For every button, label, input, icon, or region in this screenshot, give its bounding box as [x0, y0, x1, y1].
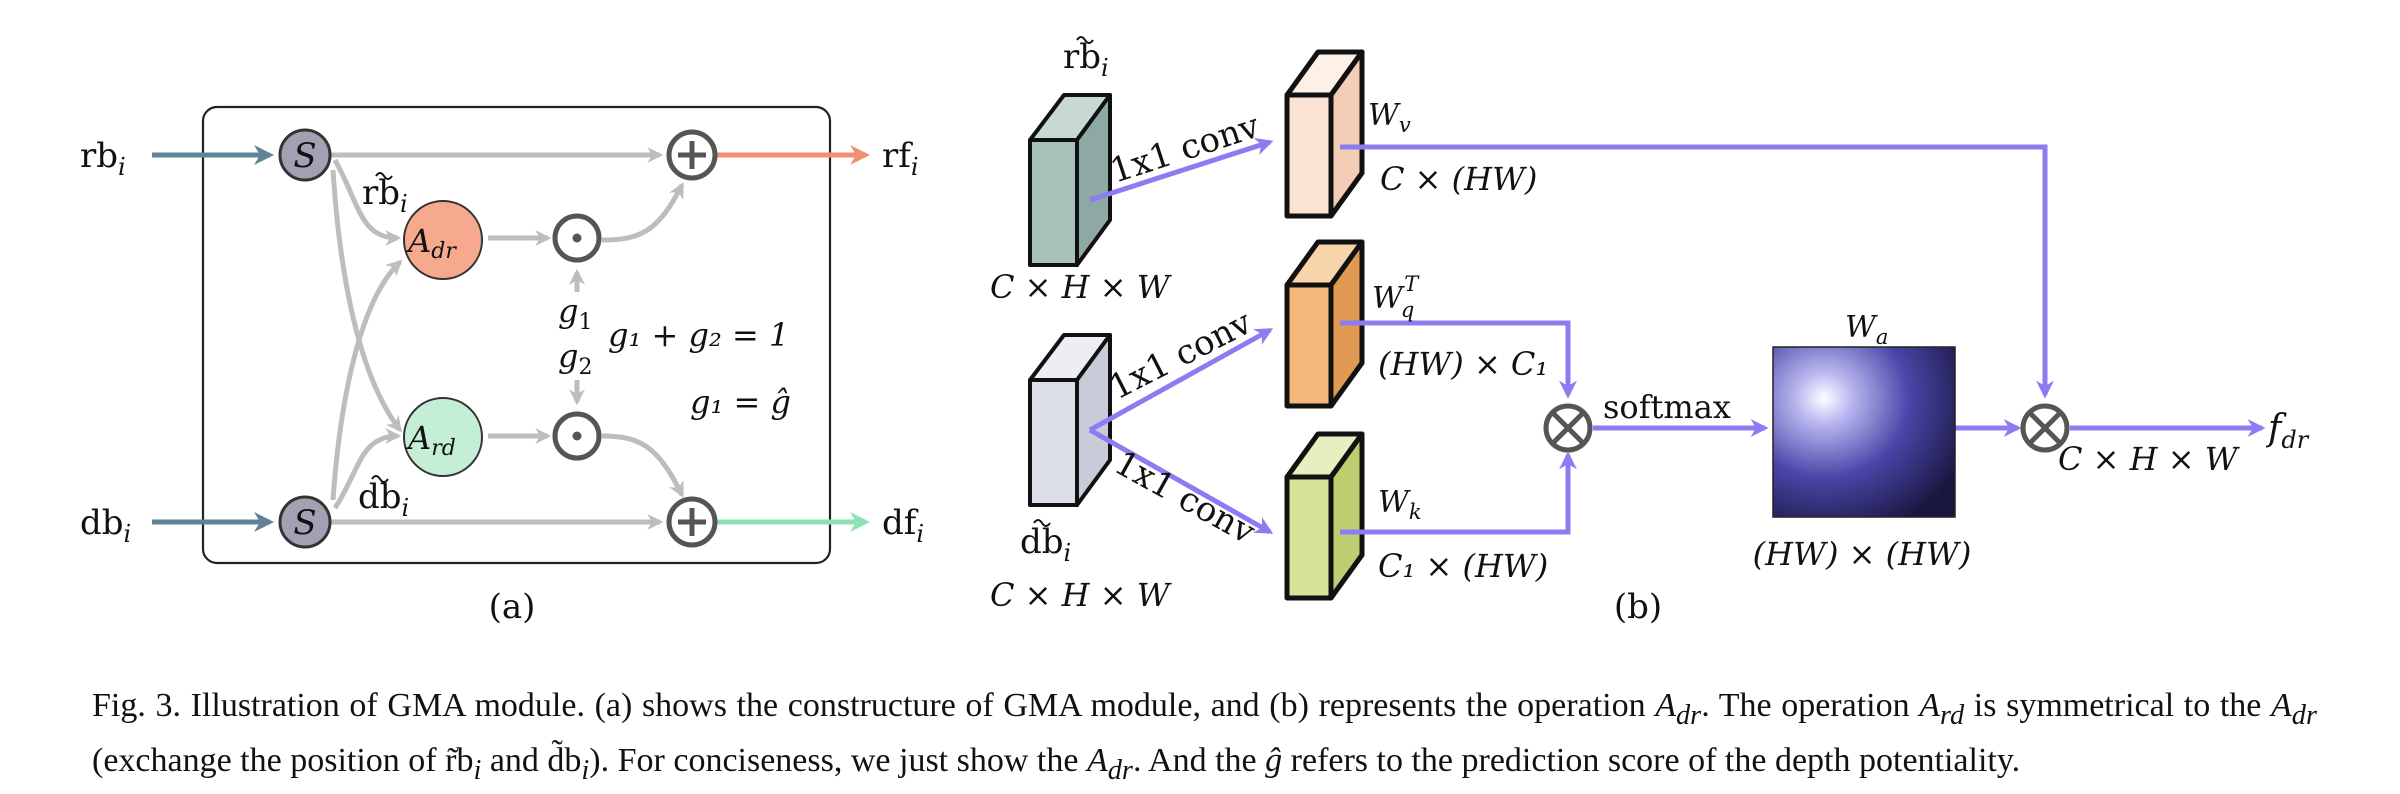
svg-text:S: S: [293, 136, 316, 176]
attention-node-rd: Ard: [403, 397, 483, 477]
df-output-label: dfi: [882, 503, 924, 548]
svg-text:rbi: rbi: [362, 173, 408, 218]
db-input-label: dbi: [80, 503, 131, 548]
otimes-node-qk: [1543, 403, 1593, 453]
panel-a-label: (a): [489, 587, 536, 627]
gma-box: [201, 105, 832, 565]
gate-g2-label: g2: [558, 337, 592, 380]
attention-flow-arrows: [1088, 137, 2266, 535]
rb-tilde-label: rbi: [362, 172, 408, 218]
db-tilde-label: dbi: [358, 475, 409, 522]
db-shape-label: C × H × W: [990, 576, 1173, 614]
rf-output-label: rfi: [882, 136, 919, 181]
conv-label-k: 1x1 conv: [1108, 443, 1263, 553]
flow-lines: [323, 146, 685, 531]
attention-node-dr: Adr: [403, 200, 483, 280]
rb-feature-map: [1028, 93, 1112, 267]
panel-b-label: (b): [1614, 587, 1662, 627]
oplus-node-top: [666, 129, 718, 181]
svg-text:Adr: Adr: [405, 222, 457, 264]
svg-text:rbi: rbi: [1063, 37, 1109, 82]
wq-label: WqT: [1372, 272, 1420, 322]
wk-feature-map: [1284, 431, 1365, 601]
svg-text:Ard: Ard: [405, 419, 456, 461]
wa-shape-label: (HW) × (HW): [1753, 535, 1972, 573]
odot-node-bottom: [552, 411, 602, 461]
db-feature-map: [1028, 333, 1112, 507]
gate-score-equation: g₁ = ĝ: [690, 383, 791, 421]
wq-shape-label: (HW) × C₁: [1378, 345, 1548, 383]
odot-node-top: [552, 213, 602, 263]
wa-attention-map: [1772, 346, 1956, 518]
panel-a: S S Adr Ard: [80, 105, 924, 627]
softmax-label: softmax: [1603, 388, 1731, 426]
split-node-top: S: [278, 128, 332, 182]
wk-shape-label: C₁ × (HW): [1378, 547, 1548, 585]
rb-shape-label: C × H × W: [990, 268, 1173, 306]
wk-label: Wk: [1378, 485, 1422, 524]
output-fdr-label: fdr: [2265, 408, 2310, 454]
db-tilde-label-b: dbi: [1020, 519, 1071, 567]
figure-caption: Fig. 3. Illustration of GMA module. (a) …: [92, 687, 2317, 786]
svg-text:S: S: [293, 503, 316, 543]
otimes-node-output: [2020, 403, 2070, 453]
wv-feature-map: [1284, 49, 1365, 219]
gate-g1-label: g1: [558, 292, 592, 335]
svg-text:dbi: dbi: [358, 477, 409, 522]
conv-label-v: 1x1 conv: [1105, 106, 1264, 192]
wv-label: Wv: [1368, 98, 1411, 137]
rb-input-label: rbi: [80, 136, 126, 181]
svg-text:dbi: dbi: [1020, 522, 1071, 567]
output-shape-label: C × H × W: [2058, 440, 2241, 478]
panel-b: 1x1 conv 1x1 conv 1x1 conv rbi C × H × W…: [990, 36, 2310, 627]
gate-sum-equation: g₁ + g₂ = 1: [608, 316, 789, 354]
wa-label: Wa: [1845, 310, 1888, 349]
conv-label-q: 1x1 conv: [1103, 302, 1259, 408]
oplus-node-bottom: [666, 496, 718, 548]
wv-shape-label: C × (HW): [1380, 160, 1537, 198]
wq-feature-map: [1284, 239, 1365, 409]
split-node-bottom: S: [278, 495, 332, 549]
rb-tilde-label-b: rbi: [1063, 36, 1109, 82]
